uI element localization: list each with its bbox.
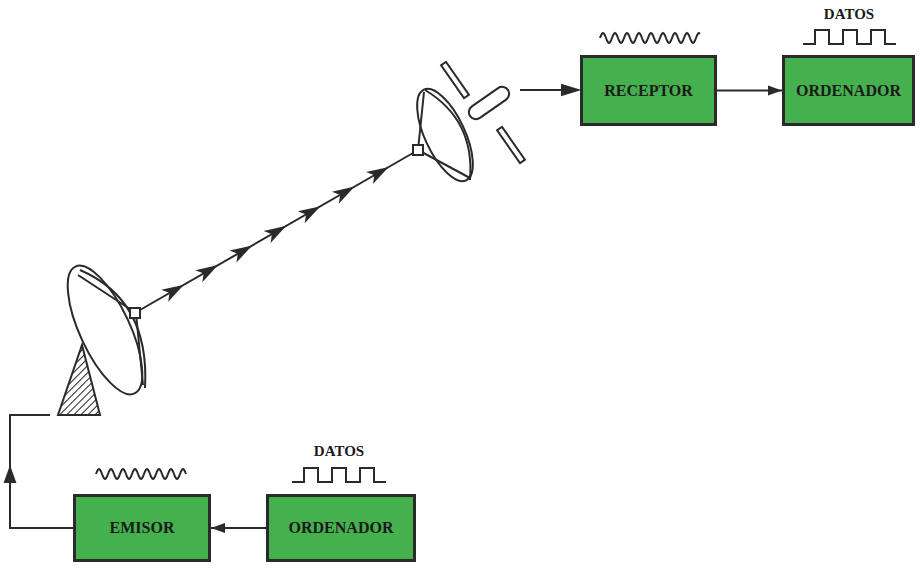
satellite — [441, 62, 525, 163]
arrow-connector — [717, 86, 782, 96]
box-label: ORDENADOR — [796, 82, 901, 100]
process-box: RECEPTOR — [580, 55, 717, 126]
signal-beam — [140, 153, 413, 310]
process-box: EMISOR — [73, 494, 211, 562]
box-label: RECEPTOR — [604, 82, 693, 100]
feed-wire — [10, 415, 73, 528]
beam-arrowhead — [165, 282, 184, 299]
downlink-head — [562, 85, 578, 95]
box-label: EMISOR — [110, 519, 175, 537]
beam-arrowhead — [267, 223, 286, 240]
beam-arrowhead — [233, 243, 252, 260]
signal-label: DATOS — [824, 6, 874, 23]
data-square-wave — [292, 468, 386, 482]
box-label: ORDENADOR — [289, 519, 394, 537]
arrow-connector — [211, 523, 266, 533]
transmit-dish — [53, 256, 157, 404]
beam-arrowhead — [369, 164, 388, 181]
process-box: ORDENADOR — [782, 55, 915, 126]
signal-label: DATOS — [314, 443, 364, 460]
wire-arrow — [5, 468, 15, 482]
receive-dish — [406, 81, 485, 189]
carrier-wave — [600, 33, 700, 43]
beam-arrowhead — [335, 184, 354, 201]
beam-arrowhead — [301, 204, 320, 221]
carrier-wave — [96, 469, 186, 479]
data-square-wave — [803, 30, 896, 44]
beam-arrowhead — [199, 262, 218, 279]
process-box: ORDENADOR — [266, 494, 416, 562]
